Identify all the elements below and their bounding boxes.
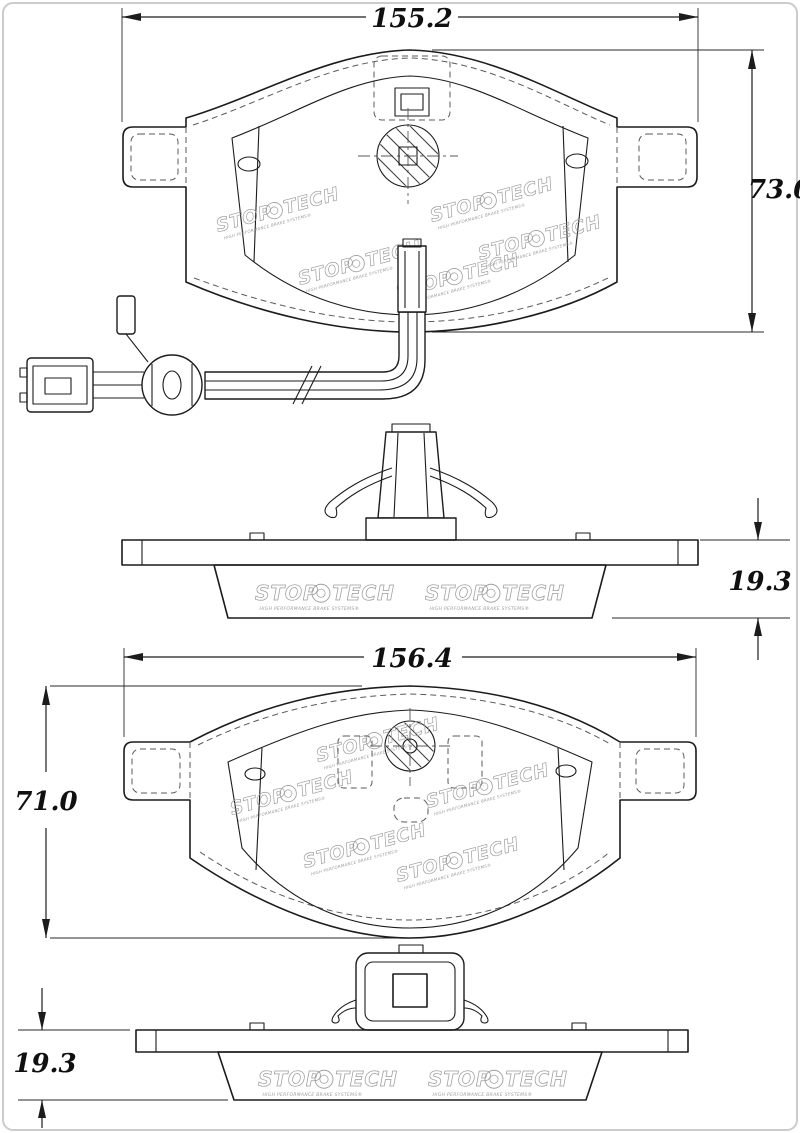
wire-break-mark	[292, 365, 313, 405]
pad1-slot-right	[565, 153, 589, 169]
dim-label-pad2-width: 156.4	[371, 644, 452, 674]
dimension-pad1-height: 73.0	[432, 49, 800, 333]
pad1-sensor-pocket	[394, 87, 430, 117]
dim-label-pad1-height: 73.0	[748, 175, 800, 205]
pad2-backing-plate	[123, 685, 697, 939]
pad2-pocket-lower	[393, 797, 429, 823]
dimension-pad1-thickness: 19.3	[612, 498, 792, 660]
wear-sensor-assembly	[19, 238, 427, 416]
pad2-friction-material	[227, 709, 593, 929]
side1-friction-material	[213, 564, 607, 619]
dim-label-pad1-width: 155.2	[371, 4, 452, 34]
pad2-front-view	[123, 685, 697, 939]
dimension-pad1-width: 155.2	[121, 4, 699, 122]
dimension-pad2-thickness: 19.3	[13, 988, 228, 1128]
side-view-2	[135, 944, 689, 1101]
spring-clip-1	[324, 423, 498, 541]
pad1-friction-material	[231, 75, 589, 316]
dimension-pad2-width: 156.4	[123, 644, 697, 737]
side-view-1	[121, 423, 699, 619]
pad1-sensor-nub	[397, 238, 427, 313]
spring-clip-2	[331, 944, 489, 1031]
sensor-wire	[204, 311, 426, 400]
pad1-clip-pocket-hidden	[373, 55, 451, 121]
pad2-slot-right	[555, 764, 577, 778]
dim-label-pad2-height: 71.0	[14, 787, 77, 817]
dimension-pad2-height: 71.0	[14, 685, 400, 939]
sensor-connector	[19, 357, 94, 413]
dim-label-pad1-thickness: 19.3	[728, 567, 791, 597]
dim-label-pad2-thickness: 19.3	[13, 1049, 76, 1079]
pad1-center-boss	[358, 108, 458, 204]
sensor-grommet	[116, 295, 203, 416]
pad1-backing-plate	[122, 49, 698, 333]
side2-friction-material	[217, 1051, 603, 1101]
pad2-slot-left	[244, 767, 266, 781]
pad1-slot-left	[237, 156, 261, 172]
